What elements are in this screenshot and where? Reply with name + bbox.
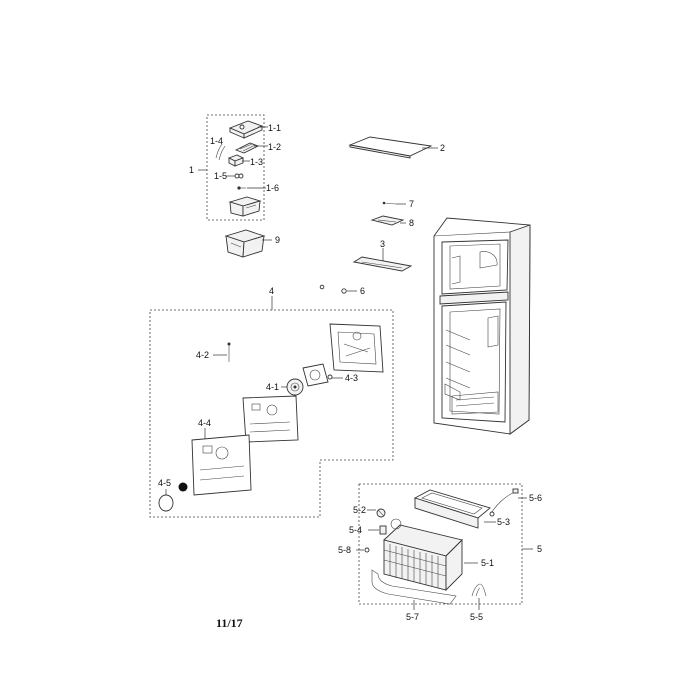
label-2: 2 — [440, 143, 445, 153]
part-1-1 — [228, 120, 264, 139]
part-5-7: 5-7 — [371, 569, 457, 622]
label-1-6: 1-6 — [266, 183, 279, 193]
group-5-box — [358, 483, 523, 605]
label-6: 6 — [360, 286, 365, 296]
group-4-box — [149, 309, 394, 518]
label-4-3: 4-3 — [345, 373, 358, 383]
part-5-3: 5-3 — [413, 489, 510, 529]
part-5-5: 5-5 — [470, 583, 487, 622]
label-5-4: 5-4 — [349, 525, 362, 535]
label-5-5: 5-5 — [470, 612, 483, 622]
label-5-1: 5-1 — [481, 558, 494, 568]
refrigerator-cabinet — [433, 217, 531, 435]
part-5-8: 5-8 — [338, 545, 370, 555]
label-1: 1 — [189, 165, 194, 175]
middle-cover-panel — [242, 395, 299, 443]
part-4-5: 4-5 — [158, 478, 188, 512]
label-4-2: 4-2 — [196, 350, 209, 360]
part-4-1: 4-1 — [266, 378, 304, 396]
group-1-ice-maker: 1-1 1-2 1-3 1-4 1-5 1-6 1 — [189, 114, 281, 221]
label-1-1: 1-1 — [268, 123, 281, 133]
label-4: 4 — [269, 286, 274, 296]
part-1-6 — [237, 186, 246, 190]
part-1-2 — [234, 142, 260, 154]
part-6: 6 — [319, 284, 365, 296]
label-1-4: 1-4 — [210, 136, 223, 146]
label-4-1: 4-1 — [266, 382, 279, 392]
part-4-3: 4-3 — [302, 363, 358, 387]
part-1-3 — [227, 154, 245, 167]
part-9: 9 — [224, 229, 280, 258]
part-8: 8 — [370, 215, 414, 228]
label-5-7: 5-7 — [406, 612, 419, 622]
label-1-3: 1-3 — [250, 157, 263, 167]
label-5-6: 5-6 — [529, 493, 542, 503]
label-7: 7 — [409, 199, 414, 209]
page-number: 11/17 — [216, 616, 243, 630]
group-1-box — [206, 114, 265, 221]
label-5-3: 5-3 — [497, 517, 510, 527]
part-5-4: 5-4 — [349, 525, 387, 535]
label-1-2: 1-2 — [268, 142, 281, 152]
part-4-4: 4-4 — [191, 418, 252, 496]
label-3: 3 — [380, 239, 385, 249]
label-4-4: 4-4 — [198, 418, 211, 428]
label-5-2: 5-2 — [353, 505, 366, 515]
part-4-2: 4-2 — [196, 342, 231, 362]
part-5-1: 5-1 — [383, 518, 494, 592]
label-5: 5 — [537, 544, 542, 554]
label-4-5: 4-5 — [158, 478, 171, 488]
part-1-4 — [215, 143, 226, 161]
part-2: 2 — [348, 136, 445, 159]
group-5-evaporator: 5 5-3 5-6 5-2 5-4 — [338, 483, 542, 622]
group-4-evaporator-cover: 4 4-2 4-3 4-1 — [149, 286, 394, 518]
part-1-5 — [234, 173, 244, 179]
part-3: 3 — [352, 239, 413, 272]
ice-bucket — [228, 196, 262, 217]
back-cover-plate — [329, 323, 384, 373]
label-1-5: 1-5 — [214, 171, 227, 181]
part-5-2: 5-2 — [353, 505, 386, 518]
part-7: 7 — [382, 199, 414, 209]
part-5-6: 5-6 — [489, 488, 542, 517]
label-9: 9 — [275, 235, 280, 245]
label-5-8: 5-8 — [338, 545, 351, 555]
label-8: 8 — [409, 218, 414, 228]
